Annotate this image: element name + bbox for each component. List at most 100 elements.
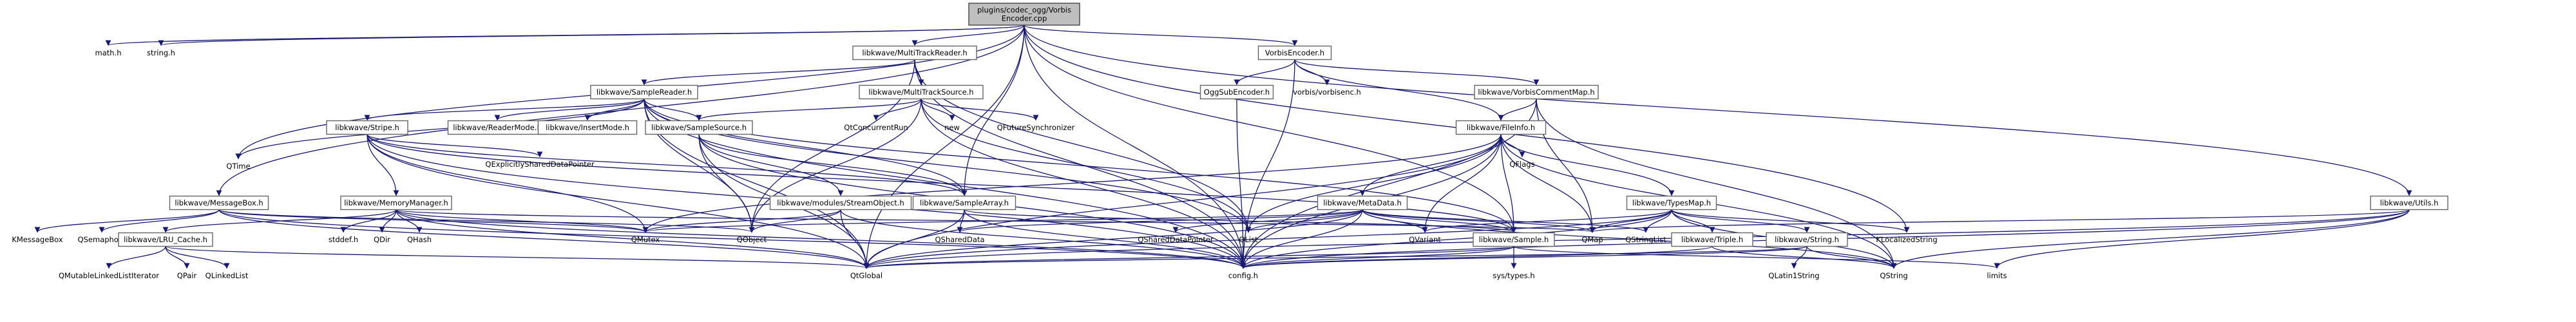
edge-multitracksource-to-qfuturesync (921, 99, 1039, 121)
node-label: libkwave/MessageBox.h (175, 198, 263, 207)
edge-kstring-to-qglobal (864, 245, 1808, 269)
node-triple[interactable]: libkwave/Triple.h (1671, 232, 1753, 247)
node-label: libkwave/InsertMode.h (546, 123, 629, 132)
edge-metadata-to-qlist (1245, 209, 1363, 233)
edge-fileinfo-to-metadata (1359, 134, 1502, 196)
node-sample[interactable]: libkwave/Sample.h (1473, 232, 1555, 247)
node-qdir: QDir (374, 235, 390, 244)
node-label: QExplicitlySharedDataPointer (485, 160, 594, 169)
edge-samplearray-to-config (964, 209, 1246, 269)
node-label: vorbis/vorbisenc.h (1293, 88, 1361, 97)
edge-utils-to-qglobal (863, 209, 2410, 269)
node-box (1766, 232, 1848, 247)
node-limits: limits (1987, 271, 2007, 280)
edge-multitracksource-to-qlist (921, 99, 1252, 233)
node-vorbiscommentmap[interactable]: libkwave/VorbisCommentMap.h (1474, 84, 1599, 100)
node-messagebox[interactable]: libkwave/MessageBox.h (169, 195, 269, 211)
node-label: libkwave/MemoryManager.h (344, 198, 448, 207)
edge-messagebox-to-qglobal (218, 209, 870, 269)
node-label: QFutureSynchronizer (997, 123, 1075, 132)
edge-typesmap-to-qvariant (1422, 209, 1672, 233)
node-typesmap[interactable]: libkwave/TypesMap.h (1626, 195, 1717, 211)
edge-multitracksource-to-qtconcurrentrun (873, 99, 922, 121)
edge-multitracksource-to-new (921, 99, 955, 121)
node-qobject: QObject (737, 235, 767, 244)
node-qhash: QHash (407, 235, 432, 244)
node-label: QTime (226, 162, 250, 171)
edge-fileinfo-to-qvariant (1422, 134, 1502, 233)
node-box (1455, 120, 1547, 135)
node-box (537, 120, 638, 135)
node-insertmode[interactable]: libkwave/InsertMode.h (537, 120, 638, 135)
node-label: QSemaphore (78, 235, 126, 244)
node-streamobject[interactable]: libkwave/modules/StreamObject.h (769, 195, 912, 211)
edge-multitracksource-to-config (921, 99, 1246, 269)
node-qexplicitshared: QExplicitlySharedDataPointer (485, 160, 594, 169)
node-qflags: QFlags (1509, 160, 1534, 169)
node-label: string.h (147, 48, 175, 57)
edge-vorbiscommentmap-to-qmap (1536, 99, 1596, 233)
edge-samplesource-to-samplearray (698, 134, 968, 196)
node-qfuturesync: QFutureSynchronizer (997, 123, 1075, 132)
edge-streamobject-to-qobject (749, 209, 841, 233)
edge-kstring-to-qlatin1string (1791, 246, 1808, 269)
node-box (326, 120, 408, 135)
node-lrucache[interactable]: libkwave/LRU_Cache.h (118, 232, 213, 247)
node-box (645, 120, 753, 135)
node-label: QSharedDataPointer (1138, 235, 1214, 244)
edge-vorbisencoder-to-oggsubencoder (1234, 59, 1295, 86)
edge-streamobject-to-qmutex (642, 209, 841, 233)
node-qstring: QString (1880, 271, 1907, 280)
node-samplereader[interactable]: libkwave/SampleReader.h (590, 84, 698, 100)
edge-utils-to-qmap (1590, 209, 2410, 233)
edge-stripe-to-qmutex (367, 134, 649, 233)
edge-fileinfo-to-qglobal (863, 134, 1502, 269)
node-utils[interactable]: libkwave/Utils.h (2370, 195, 2448, 211)
node-vorbisencoder[interactable]: VorbisEncoder.h (1257, 45, 1332, 61)
node-root[interactable]: plugins/codec_ogg/VorbisEncoder.cpp (968, 3, 1080, 26)
node-string: string.h (147, 48, 175, 57)
node-samplesource[interactable]: libkwave/SampleSource.h (645, 120, 753, 135)
node-qsemaphore: QSemaphore (78, 235, 126, 244)
edge-triple-to-qstring (1712, 245, 1897, 269)
node-config: config.h (1228, 271, 1258, 280)
node-kstring[interactable]: libkwave/String.h (1766, 232, 1848, 247)
node-multitracksource[interactable]: libkwave/MultiTrackSource.h (859, 84, 984, 100)
node-readermode[interactable]: libkwave/ReaderMode.h (447, 120, 548, 135)
edge-streamobject-to-config (840, 209, 1246, 269)
node-vorbisenc: vorbis/vorbisenc.h (1293, 88, 1361, 97)
node-qpair: QPair (177, 271, 197, 280)
node-fileinfo[interactable]: libkwave/FileInfo.h (1455, 120, 1547, 135)
edge-lrucache-to-qpair (165, 246, 190, 269)
node-label: libkwave/modules/StreamObject.h (777, 198, 904, 207)
node-box (118, 232, 213, 247)
edge-root-to-utils (1024, 24, 2412, 196)
node-box (169, 195, 269, 211)
node-label: QVariant (1409, 235, 1441, 244)
node-label: Encoder.cpp (1002, 14, 1047, 23)
node-box (912, 195, 1016, 211)
node-box (590, 84, 698, 100)
node-qtime: QTime (226, 162, 250, 171)
node-multitrackreader[interactable]: libkwave/MultiTrackReader.h (852, 45, 977, 61)
node-memorymanager[interactable]: libkwave/MemoryManager.h (340, 195, 452, 211)
node-oggsubencoder[interactable]: OggSubEncoder.h (1199, 84, 1274, 100)
node-label: libkwave/Triple.h (1681, 235, 1743, 244)
edge-lrucache-to-qmutablelinkedlistiter (106, 246, 166, 269)
node-label: QtConcurrentRun (844, 123, 908, 132)
node-label: libkwave/String.h (1775, 235, 1839, 244)
edge-metadata-to-qmap (1362, 209, 1596, 233)
node-qmap: QMap (1581, 235, 1603, 244)
edge-metadata-to-qshareddata (957, 209, 1363, 233)
edge-samplesource-to-qobject (698, 134, 755, 233)
node-label: QList (1239, 235, 1258, 244)
node-label: libkwave/ReaderMode.h (453, 123, 542, 132)
node-samplearray[interactable]: libkwave/SampleArray.h (912, 195, 1016, 211)
node-stripe[interactable]: libkwave/Stripe.h (326, 120, 408, 135)
edge-lrucache-to-qglobal (165, 245, 870, 269)
node-box (852, 45, 977, 61)
node-metadata[interactable]: libkwave/MetaData.h (1317, 195, 1408, 211)
edge-stripe-to-sample (367, 134, 1517, 233)
edge-stripe-to-samplearray (367, 134, 968, 196)
node-label: sys/types.h (1493, 271, 1534, 280)
